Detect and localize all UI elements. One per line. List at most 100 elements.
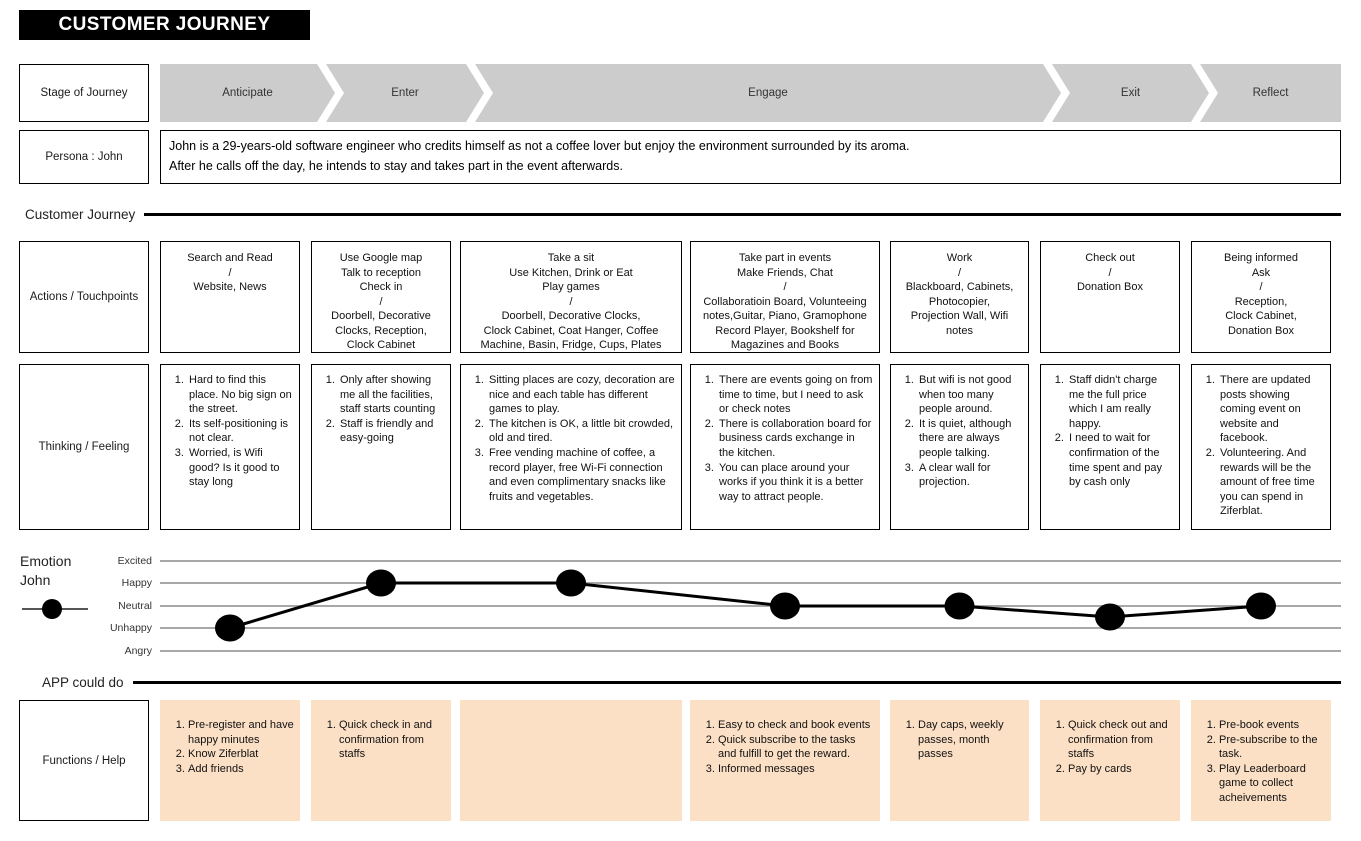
stage-arrow-reflect[interactable]: Reflect [1200,64,1341,122]
actions-cell[interactable]: Search and Read/Website, News [160,241,300,353]
emotion-data-point[interactable] [770,592,800,620]
action-line: Projection Wall, Wifi [910,310,1009,322]
list-item: Its self-positioning is not clear. [187,417,293,446]
action-line: / [379,295,383,308]
functions-cell[interactable] [460,700,682,821]
list-item: Add friends [188,762,294,777]
emotion-data-point[interactable] [556,569,586,597]
list-item: Quick check in and confirmation from sta… [339,718,445,762]
list-item: Quick subscribe to the tasks and fulfill… [718,733,874,762]
list-item: Pre-subscribe to the task. [1219,733,1325,762]
persona-line-1: John is a 29-years-old software engineer… [169,139,910,153]
emotion-legend-title: Emotion John [20,552,106,590]
action-line: Machine, Basin, Fridge, Cups, Plates [480,339,662,351]
list: Pre-book eventsPre-subscribe to the task… [1191,700,1331,810]
action-line: Work [946,252,973,264]
list-item: You can place around your works if you t… [717,461,873,505]
page-title: CUSTOMER JOURNEY [19,10,310,40]
list: Sitting places are cozy, decoration are … [461,365,681,508]
emotion-legend-line-2: John [20,572,51,588]
thinking-cell[interactable]: There are updated posts showing coming e… [1191,364,1331,530]
list: Quick check in and confirmation from sta… [311,700,451,766]
thinking-cell[interactable]: There are events going on from time to t… [690,364,880,530]
divider-label: Customer Journey [25,206,136,222]
action-line: Use Kitchen, Drink or Eat [509,266,633,279]
action-line: Search and Read [187,252,273,264]
thinking-cell[interactable]: Hard to find this place. No big sign on … [160,364,300,530]
action-line: Take part in events [738,252,832,264]
emotion-data-point[interactable] [944,592,975,620]
stage-arrow-exit[interactable]: Exit [1052,64,1209,122]
action-line: / [1108,266,1112,279]
list: Hard to find this place. No big sign on … [161,365,299,494]
list: Staff didn't charge me the full price wh… [1041,365,1179,494]
list-item: Volunteering. And rewards will be the am… [1218,446,1324,519]
list-item: A clear wall for projection. [917,461,1022,490]
list: But wifi is not good when too many peopl… [891,365,1028,494]
list: Quick check out and confirmation from st… [1040,700,1180,780]
list-item: Easy to check and book events [718,718,874,733]
emotion-data-point[interactable] [1246,592,1276,620]
action-line: Clock Cabinet, Coat Hanger, Coffee [483,324,659,337]
emotion-data-point[interactable] [215,614,245,642]
action-line: Doorbell, Decorative Clocks, [501,310,641,322]
stage-arrow-anticipate[interactable]: Anticipate [160,64,335,122]
functions-cell[interactable]: Day caps, weekly passes, month passes [890,700,1029,821]
list-item: Pre-book events [1219,718,1325,733]
action-line: Website, News [193,281,267,293]
list: There are events going on from time to t… [691,365,879,508]
row-label-actions-touchpoints: Actions / Touchpoints [19,241,149,353]
thinking-cell[interactable]: Only after showing me all the facilities… [311,364,451,530]
stage-arrow-enter[interactable]: Enter [326,64,484,122]
action-line: Talk to reception [340,266,422,279]
emotion-plot [160,560,1341,652]
stage-label: Reflect [1252,87,1289,99]
action-line: Donation Box [1227,324,1295,337]
stage-label: Exit [1120,87,1141,99]
emotion-legend-line-1: Emotion [20,553,72,569]
list: Pre-register and have happy minutesKnow … [160,700,300,780]
action-line: Doorbell, Decorative [331,310,431,322]
functions-cell[interactable]: Pre-register and have happy minutesKnow … [160,700,300,821]
list-item: Day caps, weekly passes, month passes [918,718,1023,762]
functions-cell[interactable]: Quick check out and confirmation from st… [1040,700,1180,821]
functions-cell[interactable]: Quick check in and confirmation from sta… [311,700,451,821]
thinking-cell[interactable]: But wifi is not good when too many peopl… [890,364,1029,530]
action-line: Make Friends, Chat [737,266,833,279]
actions-cell[interactable]: Work/Blackboard, Cabinets,Photocopier,Pr… [890,241,1029,353]
list-item: Only after showing me all the facilities… [338,373,444,417]
row-label-stage-of-journey: Stage of Journey [19,64,149,122]
thinking-cell[interactable]: Sitting places are cozy, decoration are … [460,364,682,530]
emotion-y-tick-label: Neutral [118,600,152,612]
action-line: Magazines and Books [730,339,840,351]
emotion-data-point[interactable] [366,569,396,597]
list-item: The kitchen is OK, a little bit crowded,… [487,417,675,446]
functions-cell[interactable]: Easy to check and book eventsQuick subsc… [690,700,880,821]
thinking-cell[interactable]: Staff didn't charge me the full price wh… [1040,364,1180,530]
emotion-y-tick-label: Excited [117,555,152,567]
action-line: Take a sit [547,252,595,264]
list-item: Sitting places are cozy, decoration are … [487,373,675,417]
list-item: Know Ziferblat [188,747,294,762]
emotion-y-tick-label: Happy [121,577,152,589]
stage-label: Anticipate [222,87,273,99]
action-line: / [783,281,787,293]
functions-cell[interactable]: Pre-book eventsPre-subscribe to the task… [1191,700,1331,821]
stage-arrow-engage[interactable]: Engage [475,64,1061,122]
actions-cell[interactable]: Check out/Donation Box [1040,241,1180,353]
emotion-data-point[interactable] [1095,603,1125,631]
list: There are updated posts showing coming e… [1192,365,1330,523]
action-line: notes [946,324,973,337]
list-item: There is collaboration board for busines… [717,417,873,461]
action-line: / [957,266,962,279]
list-item: But wifi is not good when too many peopl… [917,373,1022,417]
list-item: Quick check out and confirmation from st… [1068,718,1174,762]
list-item: Play Leaderboard game to collect acheive… [1219,762,1325,806]
divider-label: APP could do [42,674,124,690]
action-line: Check in [359,281,403,293]
